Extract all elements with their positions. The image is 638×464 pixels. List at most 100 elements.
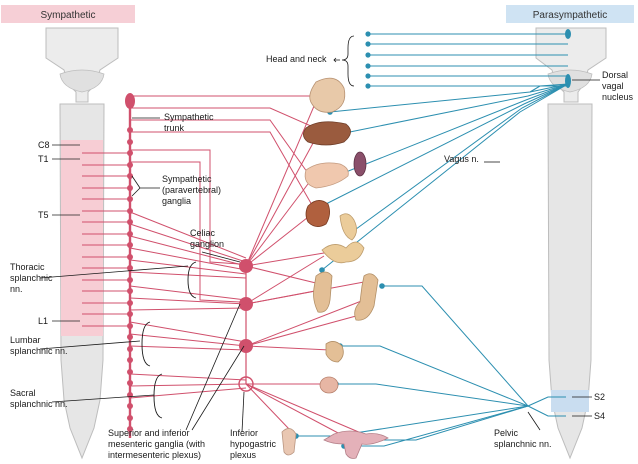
annotations: Sympathetic trunk Sympathetic (paraverte…: [10, 54, 634, 460]
pelvic-splanchnic-root: [527, 405, 566, 417]
vagal-branch: [315, 83, 569, 185]
label-t5: T5: [38, 210, 49, 220]
postganglionic-fiber-inferior: [245, 315, 357, 347]
vagal-branch: [329, 83, 569, 137]
organ-descending-colon: [354, 273, 379, 321]
organ-female-genitalia: [323, 430, 389, 459]
vagal-branch: [329, 83, 569, 113]
postganglionic-fiber-superior: [245, 281, 365, 305]
organ-liver: [303, 121, 351, 146]
lumbar-splanchnic-nerve: [129, 345, 247, 351]
organs: [281, 77, 389, 459]
label-l1: L1: [38, 316, 48, 326]
terminal-ganglion: [319, 267, 325, 273]
organ-stomach: [309, 77, 346, 113]
pelvic-splanchnic-root: [527, 396, 566, 407]
sympathetic-pathways: [82, 91, 369, 438]
thoracolumbar-segment-highlight: [61, 140, 103, 336]
paravertebral-ganglion: [127, 369, 133, 375]
lumbar-splanchnic-nerve: [129, 321, 247, 343]
thoracic-splanchnic-nerve: [129, 259, 247, 275]
parasympathetic-header: Parasympathetic: [506, 5, 634, 23]
s2-label: S2: [594, 392, 605, 402]
head-and-neck-label: Head and neck: [266, 54, 327, 64]
thoracic-splanchnic-nerve: [129, 247, 247, 271]
lesser-splanchnic-path: [130, 161, 241, 303]
postganglionic-fiber-inferior: [245, 299, 365, 347]
organ-male-genitalia: [281, 428, 297, 456]
postganglionic-fiber-celiac: [245, 265, 321, 285]
thoracic-splanchnic-nerve: [129, 235, 247, 267]
pelvic-splanchnic-label: Pelvic splanchnic nn.: [494, 428, 552, 449]
postganglionic-fiber-head: [130, 119, 311, 177]
sympathetic-header: Sympathetic: [1, 5, 135, 23]
paravertebral-ganglia-label: Sympathetic (paravertebral) ganglia: [162, 174, 224, 206]
organ-ascending-colon: [313, 271, 333, 313]
postganglionic-fiber-inferior: [245, 345, 331, 351]
organ-bladder: [319, 376, 339, 394]
svg-text:Sympathetic: Sympathetic: [40, 10, 95, 21]
sacral-segment-highlight: [551, 390, 589, 412]
sympathetic-trunk-label: Sympathetic trunk: [164, 112, 216, 133]
thoracic-splanchnic-label: Thoracic splanchnic nn.: [10, 262, 55, 294]
postganglionic-fiber-pelvic: [245, 383, 291, 431]
vagus-nerve-trunk: [529, 83, 569, 93]
cranial-ganglion: [365, 52, 371, 58]
lumbar-splanchnic-label: Lumbar splanchnic nn.: [10, 335, 68, 356]
organ-kidney: [305, 200, 330, 227]
vagal-branch: [351, 83, 569, 233]
postganglionic-fiber-celiac: [245, 251, 331, 267]
sacral-splanchnic-nerve: [129, 373, 247, 381]
splanchnic-brackets: [141, 261, 197, 419]
cranial-ganglion: [365, 31, 371, 37]
pelvic-splanchnic-branch: [336, 383, 529, 407]
lumbar-splanchnic-nerve: [129, 333, 247, 347]
label-c8: C8: [38, 140, 50, 150]
splanchnic-nerve-superior: [129, 297, 247, 305]
vagal-branch: [321, 83, 569, 271]
splanchnic-nerve-superior: [129, 307, 247, 311]
organ-rectum: [325, 341, 344, 363]
postganglionic-fiber-head: [130, 107, 321, 131]
organ-pancreas: [304, 162, 349, 189]
postganglionic-fiber-celiac: [245, 91, 321, 267]
paravertebral-ganglion: [127, 334, 133, 340]
splanchnic-nerve-superior: [129, 285, 247, 301]
paravertebral-ganglion: [127, 380, 133, 386]
left-brainstem: [45, 27, 119, 103]
celiac-ganglion-label: Celiac ganglion: [190, 228, 224, 249]
right-spinal-cord: [547, 29, 593, 460]
postganglionic-fiber-superior: [245, 255, 325, 305]
sympathetic-trunk-top-ganglion: [125, 93, 135, 109]
terminal-ganglion: [379, 283, 385, 289]
s4-label: S4: [594, 411, 605, 421]
postganglionic-fiber-pelvic: [245, 383, 341, 435]
inferior-hypogastric-label: Inferior hypogastric plexus: [230, 428, 279, 460]
organ-small-intestine: [321, 213, 365, 264]
label-t1: T1: [38, 154, 49, 164]
vagus-nerve-label: Vagus n.: [444, 154, 479, 164]
paravertebral-ganglion: [127, 426, 133, 432]
thoracic-splanchnic-nerve: [129, 211, 247, 259]
svg-text:Parasympathetic: Parasympathetic: [533, 10, 607, 21]
parasympathetic-pathways: [293, 31, 569, 449]
mesenteric-ganglia-label: Superior and inferior mesenteric ganglia…: [108, 428, 208, 460]
greater-splanchnic-path: [130, 149, 241, 265]
pelvic-splanchnic-branch: [340, 345, 529, 407]
cranial-ganglion: [365, 83, 371, 89]
postganglionic-fiber-celiac: [245, 133, 319, 267]
segment-labels: C8 T1 T5 L1: [38, 140, 80, 326]
cranial-ganglion: [365, 73, 371, 79]
pelvic-splanchnic-branch: [376, 405, 529, 441]
paravertebral-ganglion: [127, 415, 133, 421]
organ-spleen: [353, 151, 367, 177]
sacral-splanchnic-nerve: [129, 387, 247, 399]
paravertebral-ganglion: [127, 346, 133, 352]
sacral-splanchnic-label: Sacral splanchnic nn.: [10, 388, 68, 409]
leader-lines: [39, 35, 600, 433]
postganglionic-fiber-celiac: [245, 175, 315, 267]
sacral-splanchnic-nerve: [129, 383, 247, 387]
dorsal-vagal-nucleus-label: Dorsal vagal nucleus: [602, 70, 634, 102]
postganglionic-fiber-celiac: [245, 213, 313, 267]
